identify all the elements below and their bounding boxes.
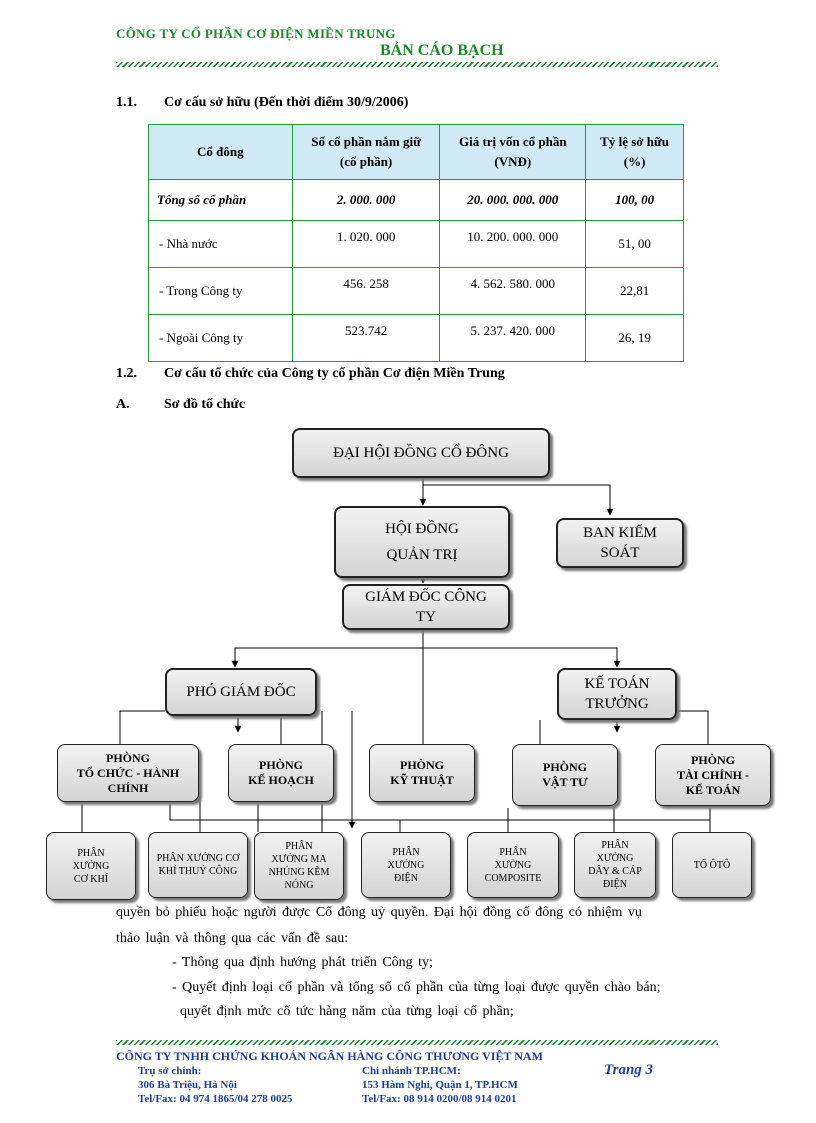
footer-branch: Chi nhánh TP.HCM: 153 Hàm Nghi, Quận 1, … (362, 1064, 518, 1106)
footer-branch-address: 153 Hàm Nghi, Quận 1, TP.HCM (362, 1079, 518, 1091)
row-name: - Trong Công ty (148, 267, 293, 315)
org-box-unit-vehicle-team: TỔ ÔTÔ (672, 832, 752, 898)
section-1-1-heading: 1.1. Cơ cấu sở hữu (Đến thời điểm 30/9/2… (116, 95, 716, 115)
org-box-shareholders-meeting: ĐẠI HỘI ĐỒNG CỔ ĐÔNG (292, 428, 550, 478)
footer-divider (116, 1040, 718, 1045)
header-ownership-pct: Tỷ lệ sở hữu(%) (585, 124, 684, 180)
section-title: Cơ cấu tổ chức của Công ty cổ phần Cơ đi… (164, 366, 505, 381)
footer-hq: Trụ sở chính: 306 Bà Triệu, Hà Nội Tel/F… (138, 1064, 293, 1106)
header-divider (116, 62, 718, 67)
footer-hq-address: 306 Bà Triệu, Hà Nội (138, 1079, 237, 1091)
section-number: 1.1. (116, 95, 137, 110)
footer-branch-label: Chi nhánh TP.HCM: (362, 1065, 461, 1077)
row-name: Tổng số cổ phần (148, 179, 293, 221)
row-name: - Ngoài Công ty (148, 314, 293, 362)
table-header-row: Cổ đông Số cổ phần nắm giữ(cổ phần) Giá … (148, 124, 684, 180)
row-pct: 22,81 (585, 267, 684, 315)
row-value: 10. 200. 000. 000 (439, 220, 587, 268)
bullet-item-continuation: quyết định mức cổ tức hàng năm của từng … (180, 1004, 514, 1019)
row-pct: 26, 19 (585, 314, 684, 362)
row-pct: 51, 00 (585, 220, 684, 268)
section-a-heading: A. Sơ đồ tổ chức (116, 397, 716, 417)
row-pct: 100, 00 (585, 179, 684, 221)
section-number: A. (116, 397, 130, 412)
bullet-item: - Thông qua định hướng phát triển Công t… (172, 955, 433, 970)
section-title: Sơ đồ tổ chức (164, 397, 246, 412)
row-value: 20. 000. 000. 000 (439, 179, 587, 221)
page-number: Trang 3 (604, 1062, 654, 1078)
body-line-1: quyền bỏ phiếu hoặc người được Cổ đông u… (116, 905, 642, 920)
row-shares: 2. 000. 000 (291, 179, 441, 221)
footer-branch-phone: Tel/Fax: 08 914 0200/08 914 0201 (362, 1093, 517, 1105)
header-company-name: CÔNG TY CỔ PHẦN CƠ ĐIỆN MIỀN TRUNG (116, 26, 396, 41)
ownership-table: Cổ đông Số cổ phần nắm giữ(cổ phần) Giá … (148, 124, 684, 362)
body-line-2: thảo luận và thông qua các vấn đề sau: (116, 931, 349, 946)
header-shareholder: Cổ đông (148, 124, 293, 180)
org-box-deputy-director: PHÓ GIÁM ĐỐC (165, 668, 317, 716)
row-shares: 523.742 (291, 314, 441, 362)
footer-hq-phone: Tel/Fax: 04 974 1865/04 278 0025 (138, 1093, 293, 1105)
table-row: - Ngoài Công ty 523.742 5. 237. 420. 000… (148, 314, 684, 362)
section-1-2-heading: 1.2. Cơ cấu tổ chức của Công ty cổ phần … (116, 366, 716, 386)
table-row: - Trong Công ty 456. 258 4. 562. 580. 00… (148, 267, 684, 315)
row-name: - Nhà nước (148, 220, 293, 268)
footer-company-name: CÔNG TY TNHH CHỨNG KHOÁN NGÂN HÀNG CÔNG … (116, 1049, 543, 1063)
section-title: Cơ cấu sở hữu (Đến thời điểm 30/9/2006) (164, 95, 409, 110)
table-row: Tổng số cổ phần 2. 000. 000 20. 000. 000… (148, 179, 684, 221)
header-shares: Số cổ phần nắm giữ(cổ phần) (291, 124, 441, 180)
footer-hq-label: Trụ sở chính: (138, 1065, 202, 1077)
section-number: 1.2. (116, 366, 137, 381)
row-shares: 1. 020. 000 (291, 220, 441, 268)
table-row: - Nhà nước 1. 020. 000 10. 200. 000. 000… (148, 220, 684, 268)
bullet-item: - Quyết định loại cổ phần và tổng số cổ … (172, 980, 661, 995)
document-title: BẢN CÁO BẠCH (380, 42, 504, 59)
